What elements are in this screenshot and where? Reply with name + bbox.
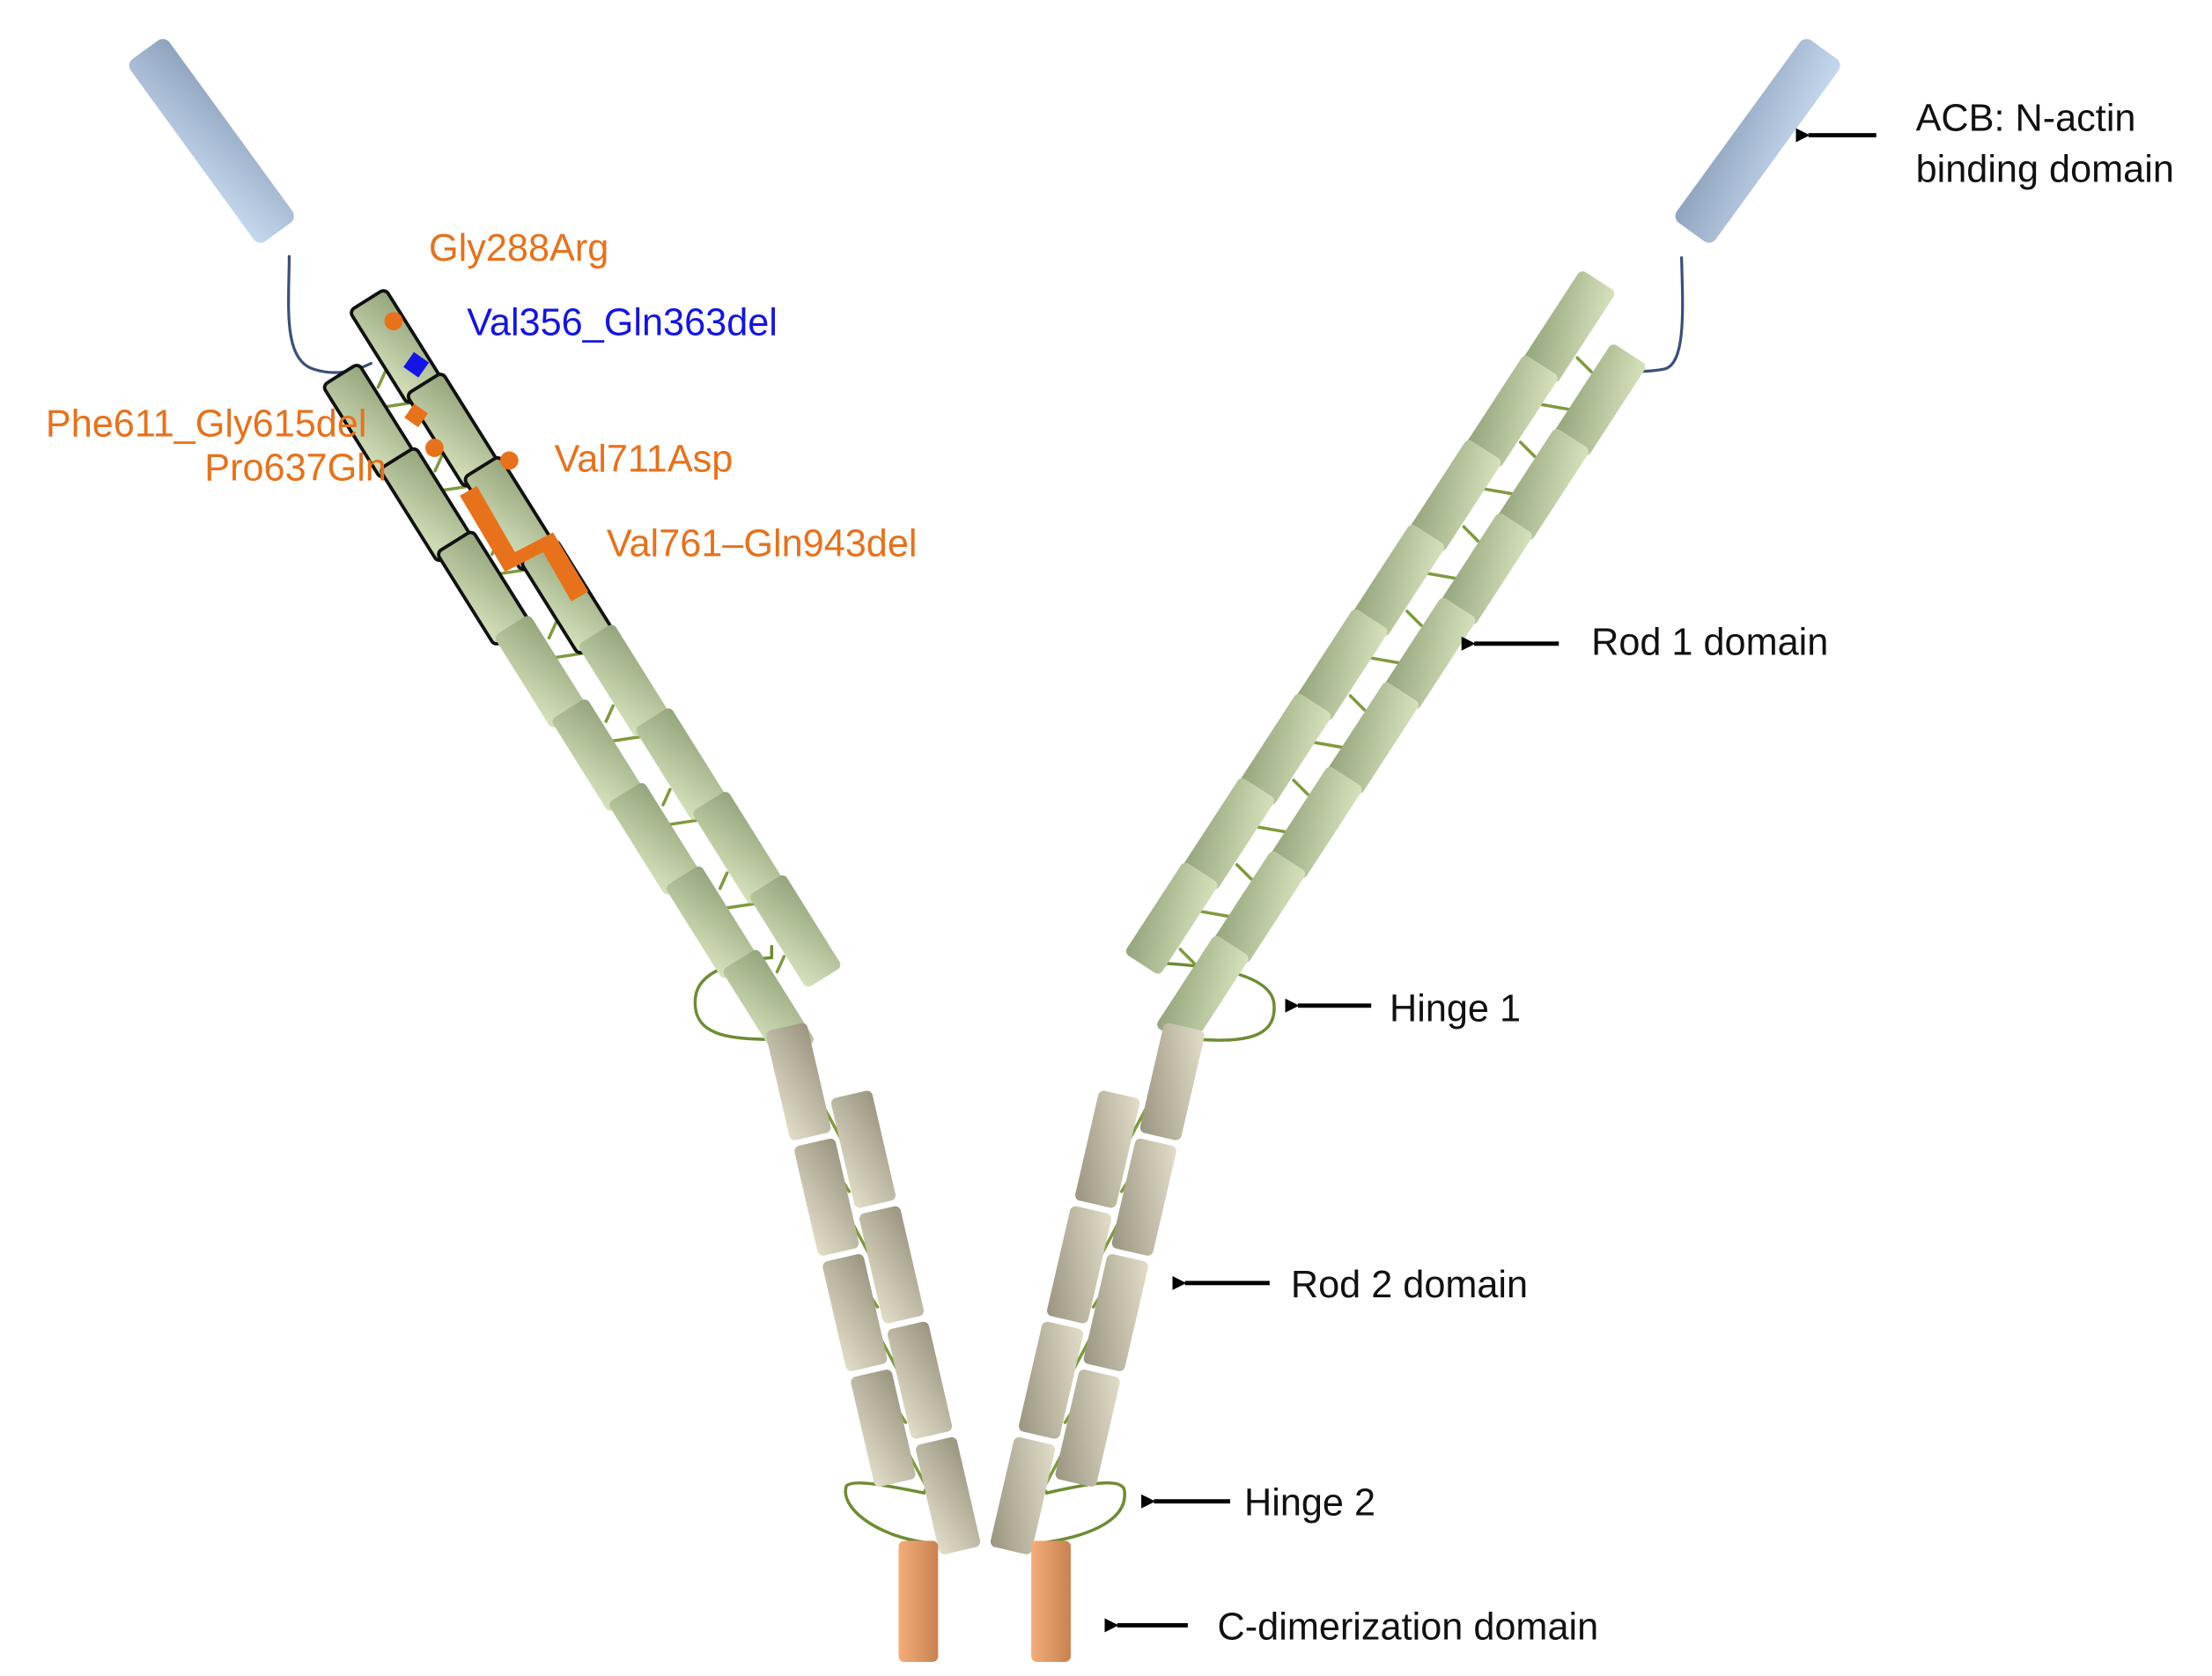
- rod1-repeat: [1497, 429, 1589, 541]
- right-hinge2-linker: [1035, 1477, 1126, 1544]
- mutation-label-phe611-gly615del: Phe611_Gly615del: [46, 403, 367, 446]
- rod2-repeat: [822, 1253, 888, 1371]
- rod1-link: [1518, 440, 1537, 458]
- rod1-repeat: [1553, 344, 1646, 456]
- rod1-repeat: [750, 875, 841, 987]
- rod1-link: [433, 454, 444, 473]
- rod2-repeat: [1083, 1253, 1148, 1371]
- rod1-repeat: [495, 616, 586, 727]
- rod1-repeat: [693, 792, 784, 904]
- mutation-labels: Gly288Arg Val356_Gln363del Phe611_Gly615…: [46, 227, 918, 565]
- rod2-repeat: [1075, 1090, 1140, 1208]
- rod2-repeat: [916, 1436, 981, 1554]
- rod2-repeat: [1111, 1138, 1176, 1256]
- left-hinge2-linker: [844, 1477, 933, 1544]
- rod1-repeat: [1523, 271, 1615, 382]
- right-rod2-repeats: [990, 1023, 1205, 1554]
- label-arrows: [1104, 128, 1877, 1633]
- rod2-repeat: [1139, 1023, 1205, 1141]
- rod1-link: [1348, 694, 1367, 712]
- mutation-label-val711asp: Val711Asp: [555, 439, 734, 481]
- rod1-link: [1178, 948, 1197, 965]
- rod1-repeat: [1383, 598, 1476, 709]
- rod1-link: [376, 370, 387, 389]
- mutation-marker-val761-gln943del: [460, 485, 589, 602]
- rod1-link: [604, 704, 616, 723]
- rod1-repeat: [1353, 524, 1444, 636]
- mutation-marker-pro637gln: [425, 439, 444, 457]
- rod1-repeat: [667, 866, 757, 978]
- left-cdim-block: [898, 1540, 939, 1663]
- rod1-repeat: [1327, 683, 1419, 794]
- rod2-repeat: [1018, 1321, 1084, 1439]
- rod2-repeat: [1055, 1370, 1120, 1487]
- mutation-label-val761-gln943del: Val761–Gln943del: [607, 523, 918, 565]
- mutation-marker-phe611-gly615del: [404, 403, 428, 428]
- rod1-link: [775, 955, 786, 974]
- rod2-repeat: [990, 1436, 1056, 1554]
- rod1-link: [1405, 609, 1423, 627]
- c-dimerization-domains: [898, 1540, 1071, 1663]
- rod1-repeat: [579, 624, 670, 736]
- left-abd-block: [129, 39, 294, 243]
- rod1-repeat: [1409, 439, 1501, 551]
- mutation-marker-val356-gln363del: [403, 351, 430, 378]
- rod1-link: [1235, 863, 1253, 881]
- rod1-link: [1292, 779, 1309, 796]
- right-abd-block: [1675, 39, 1840, 243]
- rod1-link: [1462, 525, 1480, 543]
- actin-binding-domains: [129, 39, 1840, 243]
- rod2-repeat: [766, 1023, 831, 1141]
- mutation-markers: [384, 312, 589, 602]
- rod2-repeat: [830, 1090, 896, 1208]
- rod1-repeat: [552, 699, 643, 811]
- rod1-repeat: [1296, 609, 1388, 720]
- mutation-label-gly288arg: Gly288Arg: [429, 227, 608, 269]
- mutation-marker-val711asp: [499, 451, 519, 470]
- right-rod1-repeats: [1125, 271, 1646, 1047]
- rod1-link: [547, 620, 558, 640]
- abd-label-line2: binding domain: [1916, 148, 2174, 190]
- rod2-repeat: [859, 1206, 925, 1324]
- rod2-repeat: [851, 1370, 916, 1487]
- rod1-repeat: [1239, 693, 1331, 805]
- mutation-marker-gly288arg: [384, 312, 403, 331]
- rod1-repeat: [1466, 356, 1558, 467]
- rod1-repeat: [1441, 513, 1532, 624]
- rod1-link: [661, 787, 672, 807]
- rod1-repeat: [1157, 935, 1249, 1047]
- rod2-repeat: [887, 1321, 953, 1439]
- rod1-repeat: [636, 708, 726, 820]
- rod1-repeat: [1270, 766, 1362, 878]
- hinge2-label: Hinge 2: [1244, 1482, 1375, 1525]
- rod1-repeat: [1213, 851, 1306, 963]
- rod2-repeat: [794, 1138, 859, 1256]
- mutation-label-val356-gln363del: Val356_Gln363del: [467, 302, 778, 344]
- rod1-label: Rod 1 domain: [1591, 622, 1828, 664]
- rod1-repeat: [1125, 862, 1218, 974]
- rod2-label: Rod 2 domain: [1291, 1264, 1528, 1306]
- rod2-repeat: [1047, 1206, 1112, 1324]
- mutation-label-pro637gln: Pro637Gln: [204, 447, 387, 489]
- left-rod1-repeats: [322, 289, 841, 1062]
- rod1-link: [718, 871, 729, 890]
- rod1-link: [1575, 356, 1593, 373]
- left-rod2-repeats: [766, 1023, 981, 1554]
- domain-labels: ACB: N-actin binding domain Rod 1 domain…: [1218, 98, 2174, 1649]
- hinge1-label: Hinge 1: [1390, 987, 1521, 1030]
- abd-label-line1: ACB: N-actin: [1916, 98, 2136, 140]
- rod1-repeat: [1183, 778, 1274, 890]
- right-cdim-block: [1031, 1540, 1071, 1663]
- cdim-label: C-dimerization domain: [1218, 1606, 1599, 1648]
- rod1-repeat: [609, 783, 700, 895]
